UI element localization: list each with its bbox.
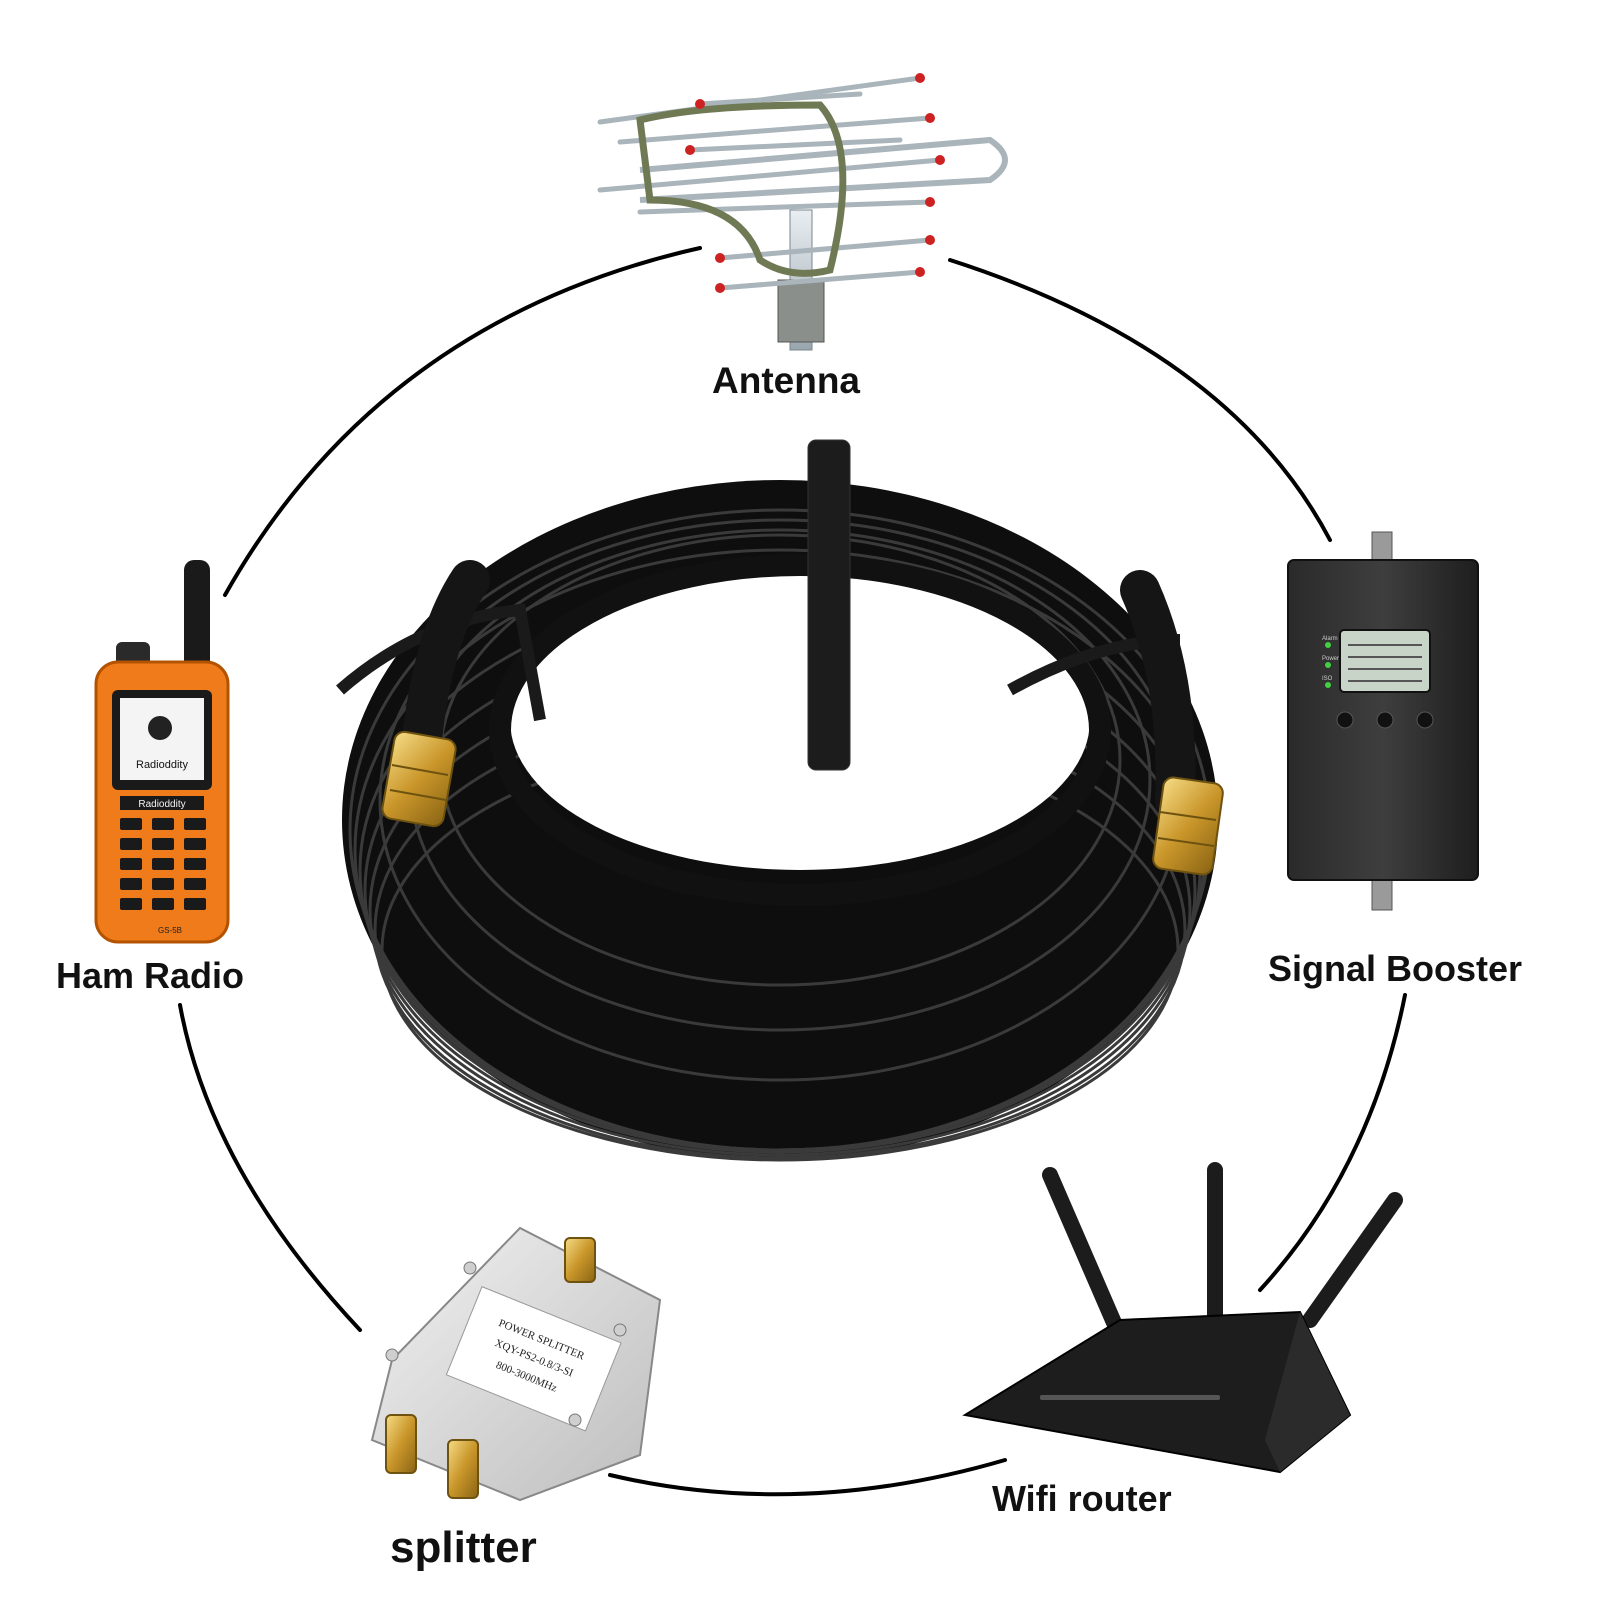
radio-brand-label: Radioddity (138, 799, 185, 810)
splitter-label-plate: POWER SPLITTER XQY-PS2-0.8/3-SI 800-3000… (445, 1286, 622, 1432)
signal-booster-illustration: Alarm Power ISO (1287, 531, 1479, 911)
antenna-loop (639, 136, 1008, 203)
sma-connector-left (381, 730, 457, 828)
radio-model-label: GS-5B (158, 926, 182, 935)
wifi-router-illustration (962, 1162, 1403, 1474)
label-signal-booster: Signal Booster (1268, 948, 1523, 989)
router-leds (1040, 1395, 1220, 1400)
router-antenna-right (1302, 1192, 1403, 1328)
coil-inner-lip (489, 554, 1111, 906)
router-side (1265, 1312, 1350, 1472)
antenna-red-tips (685, 73, 945, 293)
booster-display-lines (1348, 644, 1422, 682)
splitter-screws (385, 1261, 627, 1427)
booster-buttons (1336, 711, 1434, 729)
booster-indicator-power: Power (1322, 656, 1339, 662)
arc-antenna-to-booster (948, 258, 1332, 542)
radio-brand-plate (120, 796, 204, 810)
booster-bottom-port (1371, 879, 1393, 911)
booster-indicator-lights (1325, 642, 1331, 688)
radio-keypad (120, 818, 206, 910)
booster-indicator-alarm: Alarm (1322, 636, 1338, 642)
arc-splitter-to-ham (178, 1003, 362, 1332)
router-antenna-left (1042, 1167, 1123, 1333)
label-splitter: splitter (390, 1523, 537, 1572)
radio-antenna (184, 560, 210, 670)
coax-cable-coil (336, 439, 1224, 1162)
label-antenna: Antenna (712, 360, 860, 401)
booster-display (1339, 629, 1431, 693)
antenna-elements (597, 75, 943, 291)
antenna-frame (636, 101, 847, 277)
label-wifi-router: Wifi router (992, 1478, 1172, 1519)
radio-mascot-icon (148, 716, 172, 740)
booster-top-port (1371, 531, 1393, 561)
arc-router-to-splitter (608, 1458, 1007, 1497)
booster-indicator-iso: ISO (1322, 676, 1333, 682)
sma-connector-right (1152, 776, 1224, 876)
splitter-connectors (385, 1237, 596, 1499)
power-splitter-illustration: POWER SPLITTER XQY-PS2-0.8/3-SI 800-3000… (370, 1226, 662, 1502)
radio-screen-brand: Radioddity (136, 759, 188, 771)
cable-tie (807, 439, 851, 771)
arc-ham-to-antenna (223, 246, 702, 597)
ham-radio-illustration: Radioddity Radioddity GS-5B (94, 560, 230, 944)
arc-booster-to-router (1258, 993, 1407, 1292)
antenna-illustration (597, 73, 1008, 351)
cable-lead-left (400, 560, 490, 780)
coil-center-hole (510, 570, 1090, 870)
label-ham-radio: Ham Radio (56, 955, 245, 996)
ring-connectors (178, 246, 1407, 1497)
antenna-mount (777, 279, 825, 343)
cable-lead-right (1120, 570, 1196, 820)
